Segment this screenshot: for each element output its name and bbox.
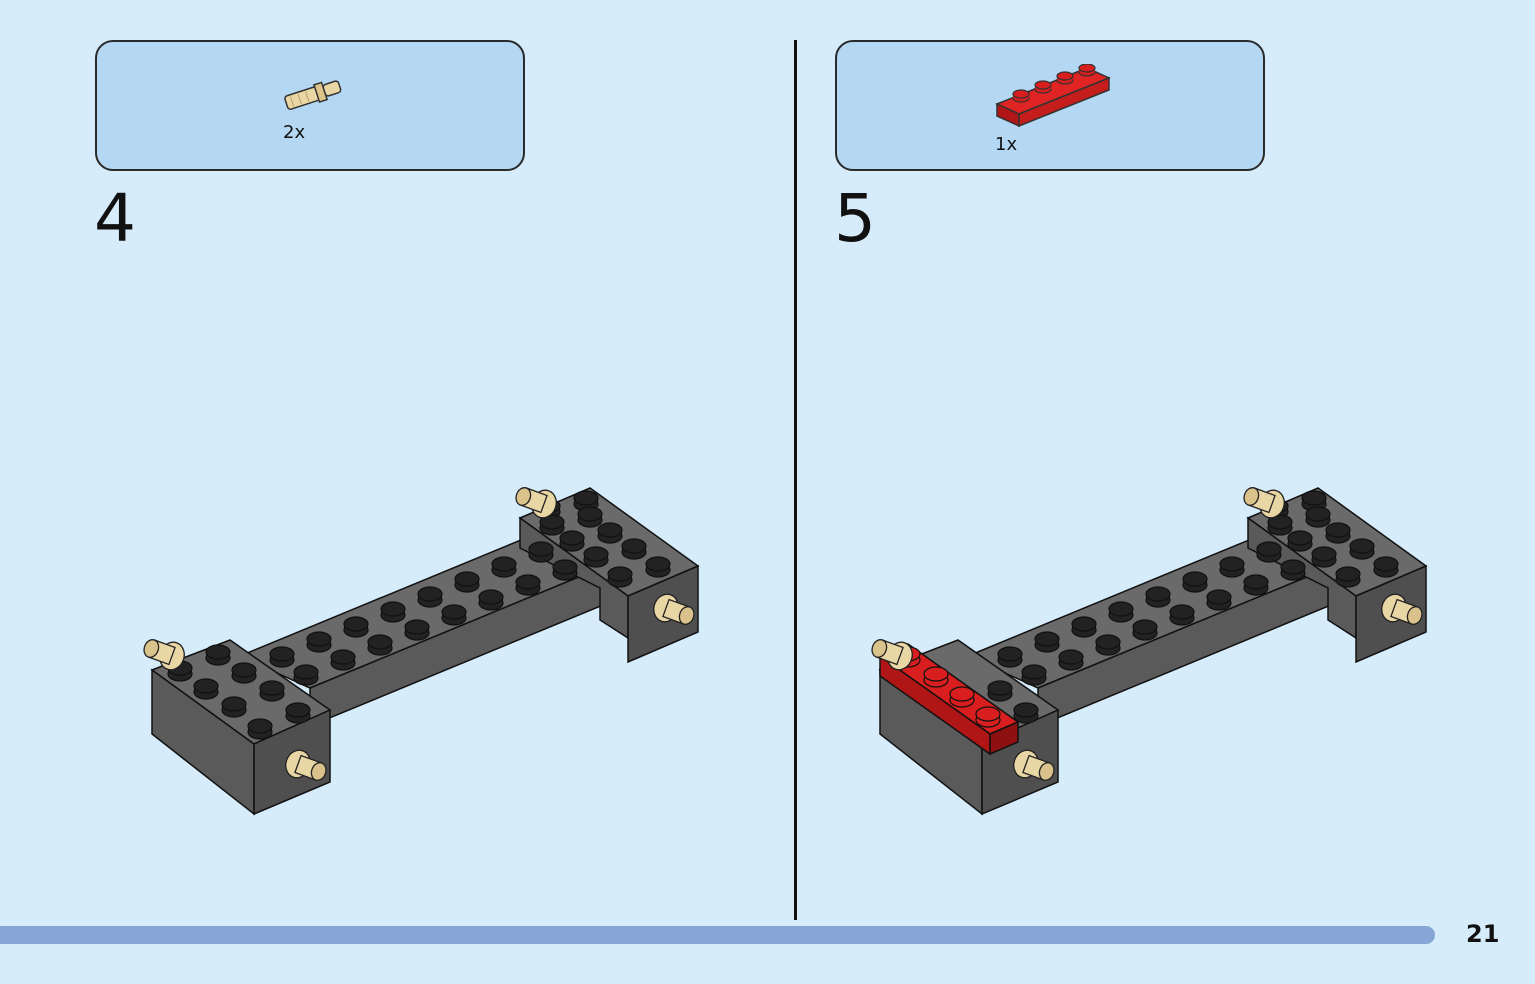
stud (231, 662, 257, 684)
stud (330, 649, 356, 671)
tan-connector-pin (515, 487, 557, 519)
red-plate-1x4-icon (995, 64, 1111, 128)
tan-connector-pin (871, 639, 913, 671)
stud (528, 541, 554, 563)
stud (367, 634, 393, 656)
stud (221, 696, 247, 718)
stud (1071, 616, 1097, 638)
stud (539, 514, 565, 536)
stud (1267, 514, 1293, 536)
stud (478, 589, 504, 611)
stud (1058, 649, 1084, 671)
stud (607, 566, 633, 588)
stud (923, 666, 949, 688)
stud (975, 706, 1001, 728)
stud (1256, 541, 1282, 563)
stud (645, 556, 671, 578)
stud (597, 522, 623, 544)
step-divider (794, 40, 797, 920)
tan-connector-pin (1381, 593, 1423, 625)
tan-connector-pin (1013, 749, 1055, 781)
stud (1325, 522, 1351, 544)
stud (577, 506, 603, 528)
stud (269, 646, 295, 668)
stud (1169, 604, 1195, 626)
page-number: 21 (1466, 920, 1500, 948)
stud (491, 556, 517, 578)
stud (1206, 589, 1232, 611)
stud (380, 601, 406, 623)
stud (1182, 571, 1208, 593)
tan-connector-pin-icon (284, 80, 342, 110)
step-4-model-illustration (143, 487, 700, 816)
stud (1034, 631, 1060, 653)
part-quantity: 1x (995, 134, 1018, 155)
tan-connector-pin (285, 749, 327, 781)
stud (1243, 574, 1269, 596)
red-plate-side (989, 720, 1019, 756)
stud (205, 644, 231, 666)
stud (559, 530, 585, 552)
stud (1287, 530, 1313, 552)
stud (1280, 559, 1306, 581)
stud (306, 631, 332, 653)
stud (454, 571, 480, 593)
stud (1021, 664, 1047, 686)
stud (417, 586, 443, 608)
stud (573, 490, 599, 512)
stud (1305, 506, 1331, 528)
tan-connector-pin (1243, 487, 1285, 519)
stud (987, 680, 1013, 702)
step-5-model-illustration (871, 487, 1428, 816)
stud (1219, 556, 1245, 578)
tan-connector-pin (653, 593, 695, 625)
step-number: 5 (834, 180, 876, 257)
stud (1132, 619, 1158, 641)
step-4-parts-callout: 2x (95, 40, 525, 171)
tan-connector-pin (143, 639, 185, 671)
stud (1013, 702, 1039, 724)
stud (1373, 556, 1399, 578)
stud (293, 664, 319, 686)
step-number: 4 (94, 180, 136, 257)
stud (997, 646, 1023, 668)
stud (1095, 634, 1121, 656)
stud (1145, 586, 1171, 608)
part-quantity: 2x (283, 122, 306, 143)
stud (583, 546, 609, 568)
step-5-parts-callout: 1x (835, 40, 1265, 171)
stud (949, 686, 975, 708)
stud (1301, 490, 1327, 512)
stud (343, 616, 369, 638)
stud (1311, 546, 1337, 568)
stud (515, 574, 541, 596)
stud (404, 619, 430, 641)
stud (621, 538, 647, 560)
stud (1108, 601, 1134, 623)
stud (193, 678, 219, 700)
stud (552, 559, 578, 581)
stud (441, 604, 467, 626)
stud (1349, 538, 1375, 560)
stud (259, 680, 285, 702)
stud (1335, 566, 1361, 588)
stud (247, 718, 273, 740)
progress-bar (0, 926, 1435, 944)
stud (285, 702, 311, 724)
